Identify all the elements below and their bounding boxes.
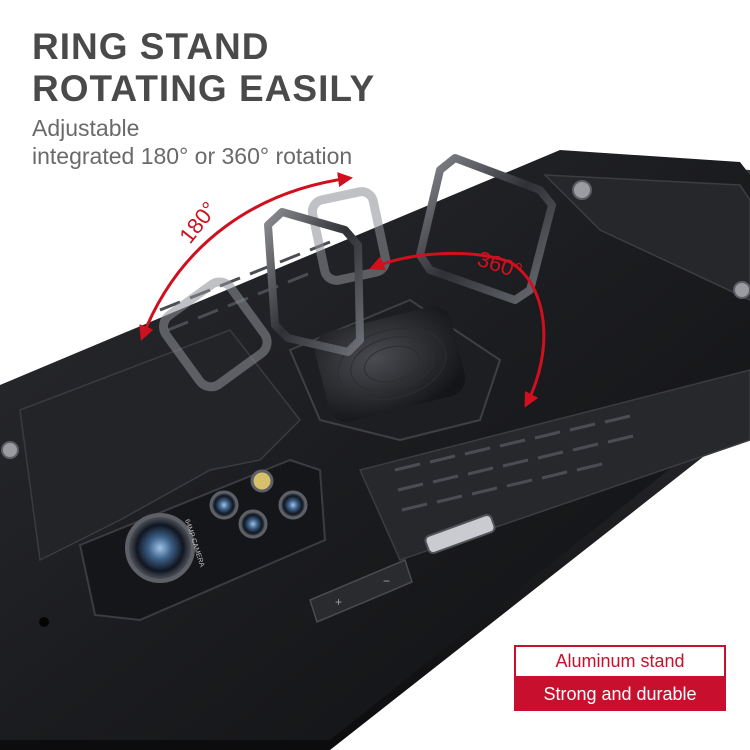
screw-right bbox=[733, 281, 750, 299]
lens-secondary-2 bbox=[278, 490, 308, 520]
main-lens bbox=[125, 513, 195, 583]
volume-plus-symbol: + bbox=[335, 595, 342, 609]
aluminum-stand-badge: Aluminum stand bbox=[514, 645, 726, 678]
screw-top-right bbox=[572, 180, 592, 200]
subheadline-line-1: Adjustable bbox=[32, 115, 140, 141]
rotation-arrow-180 bbox=[139, 172, 353, 341]
case-top-panel bbox=[543, 174, 750, 301]
mic-hole bbox=[39, 617, 49, 627]
case-left-panel bbox=[19, 329, 301, 562]
lens-secondary-3 bbox=[238, 509, 268, 539]
case-bottom-bumper bbox=[358, 369, 750, 561]
strong-durable-badge: Strong and durable bbox=[514, 678, 726, 711]
grip-texture-bottom bbox=[394, 414, 634, 512]
lens-secondary-1 bbox=[209, 490, 239, 520]
headline-line-1: RING STAND bbox=[32, 26, 270, 67]
volume-minus-symbol: − bbox=[383, 574, 390, 588]
screw-left bbox=[1, 441, 19, 459]
headline-line-2: ROTATING EASILY bbox=[32, 68, 376, 109]
side-buttons: + − bbox=[39, 513, 496, 627]
volume-button bbox=[309, 558, 413, 624]
camera-module: 64MP CAMERA bbox=[78, 458, 327, 622]
port-cutout bbox=[424, 513, 496, 555]
label-180-degrees: 180° bbox=[174, 197, 222, 248]
subheadline: Adjustable integrated 180° or 360° rotat… bbox=[32, 114, 352, 170]
subheadline-line-2: integrated 180° or 360° rotation bbox=[32, 143, 353, 169]
headline: RING STAND ROTATING EASILY bbox=[32, 26, 375, 110]
camera-flash bbox=[250, 469, 274, 493]
rotation-arrow-360 bbox=[369, 251, 546, 408]
camera-island bbox=[78, 458, 327, 622]
